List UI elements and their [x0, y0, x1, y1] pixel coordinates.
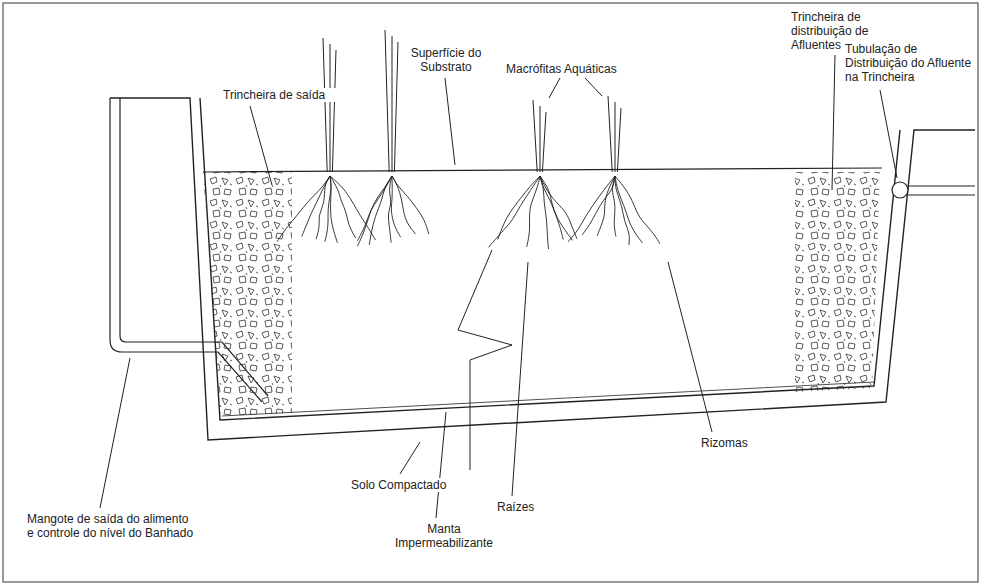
leader-line	[250, 106, 272, 185]
plant-root	[330, 176, 356, 238]
part-label: Trincheira de saída	[222, 88, 354, 102]
plant-root	[615, 176, 660, 244]
leader-line	[445, 78, 455, 165]
frame	[3, 3, 978, 582]
leader-line	[100, 358, 130, 508]
plant-root	[357, 176, 392, 241]
plant-stem	[615, 102, 616, 172]
part-label: Macrófitas Aquáticas	[505, 62, 647, 76]
plant-root	[391, 176, 400, 237]
outlet-pipe	[120, 98, 268, 396]
plant-stem	[332, 50, 336, 172]
aquatic-plants	[277, 30, 660, 249]
plant-root	[615, 176, 642, 243]
inlet-trench-gravel	[795, 172, 880, 392]
plant-root	[568, 176, 615, 242]
leader-line	[512, 262, 528, 496]
compacted-soil-outline	[110, 98, 975, 440]
plant-root	[277, 176, 330, 242]
leader-line	[400, 442, 420, 474]
plant-stem	[394, 42, 398, 172]
inlet-pipe	[908, 185, 975, 186]
outlet-trench-gravel	[203, 172, 292, 416]
break-line	[458, 250, 512, 470]
plant-stem	[617, 108, 621, 172]
liner-outline	[200, 98, 900, 420]
part-label: Solo Compactado	[350, 478, 472, 492]
leader-line	[436, 412, 446, 518]
part-label: Raízes	[496, 500, 558, 514]
leader-line	[880, 90, 897, 178]
plant-stem	[608, 96, 612, 172]
leader-line	[832, 55, 835, 190]
plant-stem	[323, 38, 327, 172]
plant-root	[392, 176, 429, 234]
liner-inner	[222, 382, 874, 416]
plant-root	[540, 176, 563, 239]
outlet-pipe	[110, 98, 262, 402]
part-label: Tubulação de Distribuição do Afluente na…	[844, 42, 976, 84]
leader-line	[549, 78, 560, 98]
plant-stem	[330, 44, 331, 172]
part-label: Superfície do Substrato	[400, 46, 492, 74]
plant-root	[582, 176, 615, 235]
leader-line	[585, 78, 602, 96]
plant-stem	[540, 106, 541, 172]
plant-root	[489, 176, 540, 247]
plant-stem	[392, 36, 393, 172]
inlet-pipe	[908, 194, 975, 195]
plant-root	[369, 176, 392, 245]
plant-root	[392, 176, 416, 234]
plant-root	[325, 176, 331, 242]
plant-root	[597, 176, 615, 236]
plant-root	[357, 176, 392, 246]
leader-line	[668, 262, 712, 432]
plant-root	[330, 176, 375, 240]
plant-root	[540, 176, 577, 239]
leader-lines	[100, 55, 897, 518]
plant-root	[527, 176, 540, 247]
part-label: Rizomas	[700, 436, 772, 450]
inlet-pipe-section	[892, 182, 908, 198]
plant-stem	[542, 112, 546, 172]
plant-stem	[385, 30, 389, 172]
plant-root	[498, 176, 540, 240]
part-label: Mangote de saída do alimento e controle …	[26, 512, 198, 540]
plant-stem	[533, 100, 537, 172]
part-label: Manta Impermeabilizante	[388, 522, 500, 550]
